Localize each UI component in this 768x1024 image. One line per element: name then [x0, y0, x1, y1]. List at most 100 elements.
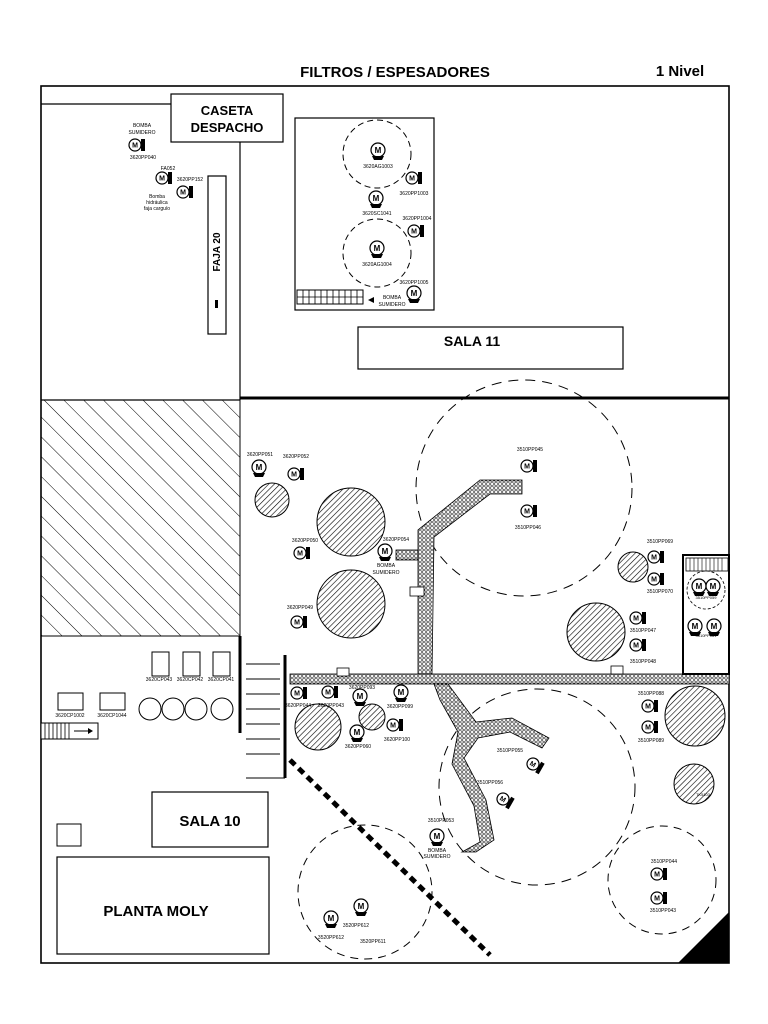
svg-text:SUMIDERO: SUMIDERO — [424, 854, 451, 860]
tank-069 — [617, 551, 649, 583]
pump-3620pp152-icon — [176, 185, 194, 199]
air-receiver-1 — [138, 697, 162, 721]
tank-051 — [254, 482, 290, 518]
svg-text:3620PP093: 3620PP093 — [349, 685, 375, 691]
faja-mark — [215, 300, 218, 308]
pump-fa052-icon — [155, 171, 173, 185]
svg-text:3620PP044: 3620PP044 — [285, 703, 311, 709]
svg-text:BOMBA: BOMBA — [377, 563, 396, 569]
agitator-1003-motor-icon — [370, 142, 386, 161]
pump-048-icon — [629, 638, 647, 652]
svg-text:TK5103: TK5103 — [696, 792, 711, 797]
level-label: 1 Nivel — [655, 63, 705, 80]
right-motor-a-icon — [691, 578, 707, 597]
pump-3620pp044-icon — [290, 686, 308, 700]
svg-text:3620PP099: 3620PP099 — [387, 704, 413, 710]
sala-10-label: SALA 10 — [179, 813, 240, 830]
caseta-label-2: DESPACHO — [191, 120, 264, 135]
svg-text:3620SC1041: 3620SC1041 — [362, 211, 391, 217]
pump-089-icon — [641, 720, 659, 734]
pump-045-icon — [520, 459, 538, 473]
svg-text:3620PP052: 3620PP052 — [283, 454, 309, 460]
pump-1004-icon — [407, 224, 425, 238]
pump-047-icon — [629, 611, 647, 625]
walkway-mesh — [289, 479, 730, 853]
svg-text:3510PP048: 3510PP048 — [630, 659, 656, 665]
small-box — [56, 823, 82, 847]
pump-070-icon — [647, 572, 665, 586]
screw-1041-motor-icon — [368, 190, 384, 209]
agitator-1003-area — [342, 119, 412, 189]
air-receiver-2 — [161, 697, 185, 721]
compressor-042 — [182, 651, 201, 677]
svg-text:3510PP088: 3510PP088 — [638, 691, 664, 697]
thickener-1-area — [415, 379, 633, 597]
pump-055-icon — [524, 755, 546, 775]
caseta-label-1: CASETA — [201, 103, 254, 118]
pump-3620pp099-icon — [393, 684, 409, 703]
lower-left-stair — [40, 722, 99, 740]
svg-text:3510PP089: 3510PP089 — [638, 738, 664, 744]
svg-text:BOMBA: BOMBA — [428, 848, 447, 854]
pump-3510pp044-icon — [650, 867, 668, 881]
svg-text:3520PP612: 3520PP612 — [318, 935, 344, 941]
svg-text:faja carguío: faja carguío — [144, 206, 170, 212]
faja-20-label: FAJA 20 — [212, 232, 223, 272]
svg-text:3510PP055: 3510PP055 — [497, 748, 523, 754]
caseta-despacho — [170, 93, 284, 143]
sala-11 — [357, 326, 624, 370]
drawing-title: FILTROS / ESPESADORES — [300, 64, 490, 81]
restricted-area — [40, 399, 241, 637]
svg-text:SUMIDERO: SUMIDERO — [129, 130, 156, 136]
planta-moly — [56, 856, 270, 955]
svg-text:3620CP043: 3620CP043 — [146, 677, 173, 683]
tank-050 — [316, 487, 386, 557]
tank-047 — [566, 602, 626, 662]
tank-area-se — [607, 825, 717, 935]
boundary-dashed-line — [288, 758, 492, 957]
sala-11-label: SALA 11 — [444, 333, 500, 349]
pump-3620pp043-icon — [321, 685, 339, 699]
tank-tk5103 — [673, 763, 715, 805]
tank-044 — [294, 703, 342, 751]
svg-text:3620AG1003: 3620AG1003 — [363, 164, 393, 170]
pump-051-icon — [251, 459, 267, 478]
pump-049-icon — [290, 615, 308, 629]
pump-052-icon — [287, 467, 305, 481]
pump-050-icon — [293, 546, 311, 560]
svg-text:SUMIDERO: SUMIDERO — [379, 302, 406, 308]
pump-3520pp612-icon — [323, 910, 339, 929]
pump-088-icon — [641, 699, 659, 713]
svg-text:3620PP1004: 3620PP1004 — [403, 216, 432, 222]
svg-text:3510PP059: 3510PP059 — [696, 595, 718, 600]
faja-20 — [207, 175, 227, 335]
svg-text:3620CP041: 3620CP041 — [208, 677, 235, 683]
pump-1003-icon — [405, 171, 423, 185]
svg-text:BOMBA: BOMBA — [133, 123, 152, 129]
svg-text:3510PP053: 3510PP053 — [428, 818, 454, 824]
tank-area-moly — [297, 824, 433, 960]
svg-text:3510PP061: 3510PP061 — [696, 633, 718, 638]
pump-3620pp100-icon — [386, 718, 404, 732]
sala-10 — [151, 791, 269, 848]
planta-moly-label: PLANTA MOLY — [103, 903, 208, 920]
svg-text:3510PP043: 3510PP043 — [650, 908, 676, 914]
pump-046-icon — [520, 504, 538, 518]
filter-stair — [296, 289, 364, 305]
pump-069-icon — [647, 550, 665, 564]
tank-088 — [664, 685, 726, 747]
right-motor-b-icon — [705, 578, 721, 597]
svg-text:3620PP049: 3620PP049 — [287, 605, 313, 611]
svg-text:FA052: FA052 — [161, 166, 176, 172]
svg-text:3510PP046: 3510PP046 — [515, 525, 541, 531]
tank-093 — [358, 703, 386, 731]
svg-text:3620PP043: 3620PP043 — [318, 703, 344, 709]
svg-text:3510PP047: 3510PP047 — [630, 628, 656, 634]
corner-marker — [678, 912, 729, 963]
svg-text:3620CP1002: 3620CP1002 — [55, 713, 84, 719]
svg-text:3510PP045: 3510PP045 — [517, 447, 543, 453]
air-receiver-3 — [184, 697, 208, 721]
svg-text:3620PP060: 3620PP060 — [345, 744, 371, 750]
svg-text:3510PP056: 3510PP056 — [477, 780, 503, 786]
